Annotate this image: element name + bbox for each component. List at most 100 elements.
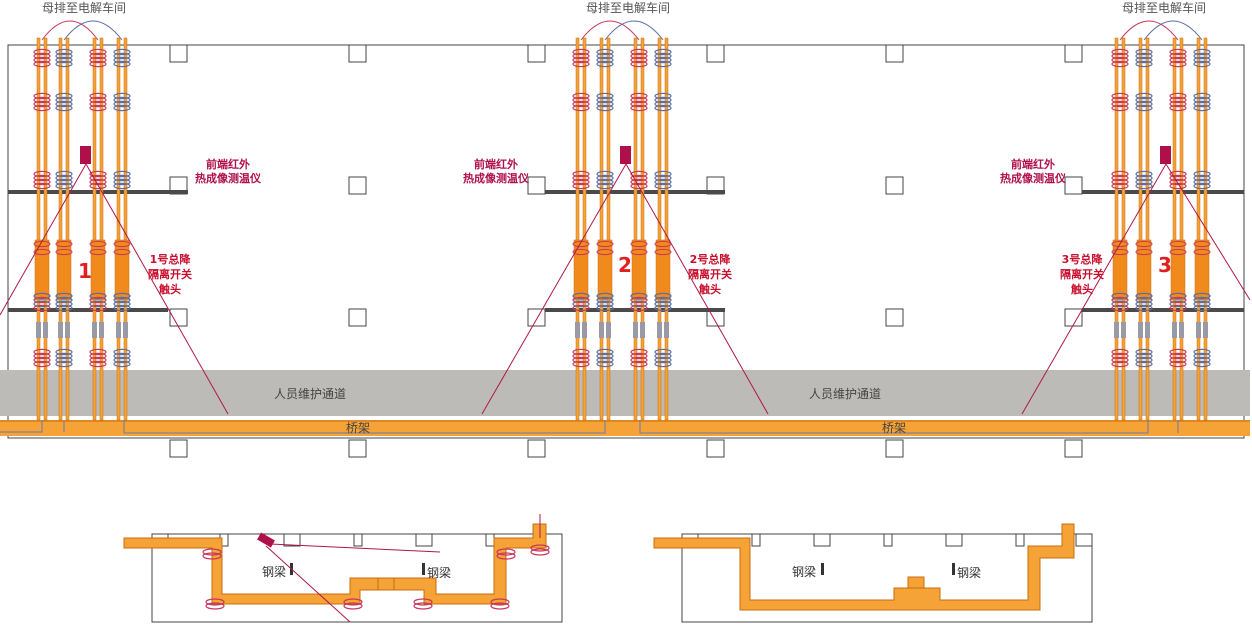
busbar-coil — [55, 100, 73, 108]
busbar-coil — [89, 300, 107, 308]
busbar-coil — [1193, 96, 1211, 104]
busbar-arc — [41, 20, 99, 41]
insulator — [43, 322, 48, 338]
busbar-coil — [596, 296, 614, 304]
busbar-coil — [1135, 100, 1153, 108]
busbar-coil — [89, 296, 107, 304]
busbar-arc — [1119, 20, 1179, 41]
pillar — [1064, 308, 1083, 327]
switch-label-2-line1: 2号总降 — [690, 252, 732, 266]
busbar-strip — [1138, 37, 1143, 421]
busbar-coil — [89, 240, 107, 248]
busbar-coil — [1193, 240, 1211, 248]
section-right-beam-label-1: 钢梁 — [792, 564, 816, 579]
camera-sightline — [625, 163, 769, 415]
busbar-coil — [1111, 52, 1129, 60]
busbar-coil — [1135, 104, 1153, 112]
busbar-coil — [55, 174, 73, 182]
busbar-coil — [1193, 178, 1211, 186]
busbar-coil — [596, 352, 614, 360]
busbar-coil — [654, 60, 672, 68]
insulator — [606, 322, 611, 338]
busbar-coil — [596, 92, 614, 100]
tray-label-2: 桥架 — [882, 421, 906, 435]
busbar-coil — [572, 182, 590, 190]
switch-label-3-line2: 隔离开关 — [1060, 267, 1104, 281]
busbar-coil — [630, 240, 648, 248]
pillar — [169, 308, 188, 327]
busbar-coil — [33, 92, 51, 100]
switch-label-1-line3: 触头 — [158, 282, 181, 296]
busbar-coil — [572, 300, 590, 308]
pillar — [348, 439, 367, 458]
unit-number-3: 3 — [1158, 253, 1172, 277]
busbar-coil — [572, 356, 590, 364]
busbar-coil — [1193, 182, 1211, 190]
busbar-coil — [1169, 356, 1187, 364]
camera-sightline — [1021, 163, 1167, 415]
busbar-coil — [1111, 96, 1129, 104]
busbar-coil — [113, 60, 131, 68]
busbar-coil — [55, 52, 73, 60]
busbar-coil — [113, 300, 131, 308]
busbar-coil — [596, 360, 614, 368]
busbar-coil — [1111, 170, 1129, 178]
section-left-beam-label-1: 钢梁 — [262, 564, 286, 579]
switch-contact — [573, 239, 589, 301]
busbar-coil — [596, 178, 614, 186]
busbar-coil — [1135, 248, 1153, 256]
pillar — [348, 308, 367, 327]
busbar-coil — [1135, 296, 1153, 304]
busbar-coil — [33, 304, 51, 312]
busbar-strip — [1114, 37, 1119, 421]
busbar-coil — [113, 248, 131, 256]
busbar-coil — [1111, 292, 1129, 300]
busbar-coil — [55, 92, 73, 100]
insulator — [657, 322, 662, 338]
busbar-coil — [1135, 300, 1153, 308]
busbar-coil — [1135, 56, 1153, 64]
pillar — [706, 439, 725, 458]
busbar-coil — [33, 170, 51, 178]
busbar-coil — [630, 348, 648, 356]
busbar-group-2 — [572, 20, 672, 421]
busbar-coil — [33, 96, 51, 104]
busbar-strip — [575, 37, 580, 421]
busbar-coil — [33, 360, 51, 368]
busbar-coil — [55, 352, 73, 360]
cross-section-left: 钢梁 钢梁 — [123, 514, 563, 623]
busbar-strip — [606, 37, 611, 421]
top-label-1: 母排至电解车间 — [42, 0, 126, 15]
busbar-coil — [1111, 60, 1129, 68]
busbar-coil — [596, 304, 614, 312]
busbar-coil — [1193, 92, 1211, 100]
busbar-coil — [113, 104, 131, 112]
busbar-coil — [55, 96, 73, 104]
busbar-coil — [89, 248, 107, 256]
busbar-strip — [657, 37, 662, 421]
busbar-coil — [113, 352, 131, 360]
busbar-coil — [33, 178, 51, 186]
busbar-coil — [33, 104, 51, 112]
busbar-arc — [580, 20, 640, 41]
busbar-coil — [596, 300, 614, 308]
pillar — [169, 44, 188, 63]
busbar-coil — [630, 174, 648, 182]
steel-beam — [1082, 190, 1244, 194]
busbar-strip — [99, 37, 104, 421]
busbar-coil — [33, 182, 51, 190]
busbar-strip — [1203, 37, 1208, 421]
busbar-coil — [113, 100, 131, 108]
insulator — [65, 322, 70, 338]
busbar-coil — [113, 360, 131, 368]
busbar-coil — [1193, 352, 1211, 360]
busbar-coil — [55, 60, 73, 68]
busbar-coil — [1135, 60, 1153, 68]
insulator — [1196, 322, 1201, 338]
busbar-strip — [116, 37, 121, 421]
busbar-coil — [1135, 360, 1153, 368]
section-left-beam-label-2: 钢梁 — [427, 565, 451, 580]
busbar-coil — [572, 360, 590, 368]
busbar-coil — [89, 96, 107, 104]
